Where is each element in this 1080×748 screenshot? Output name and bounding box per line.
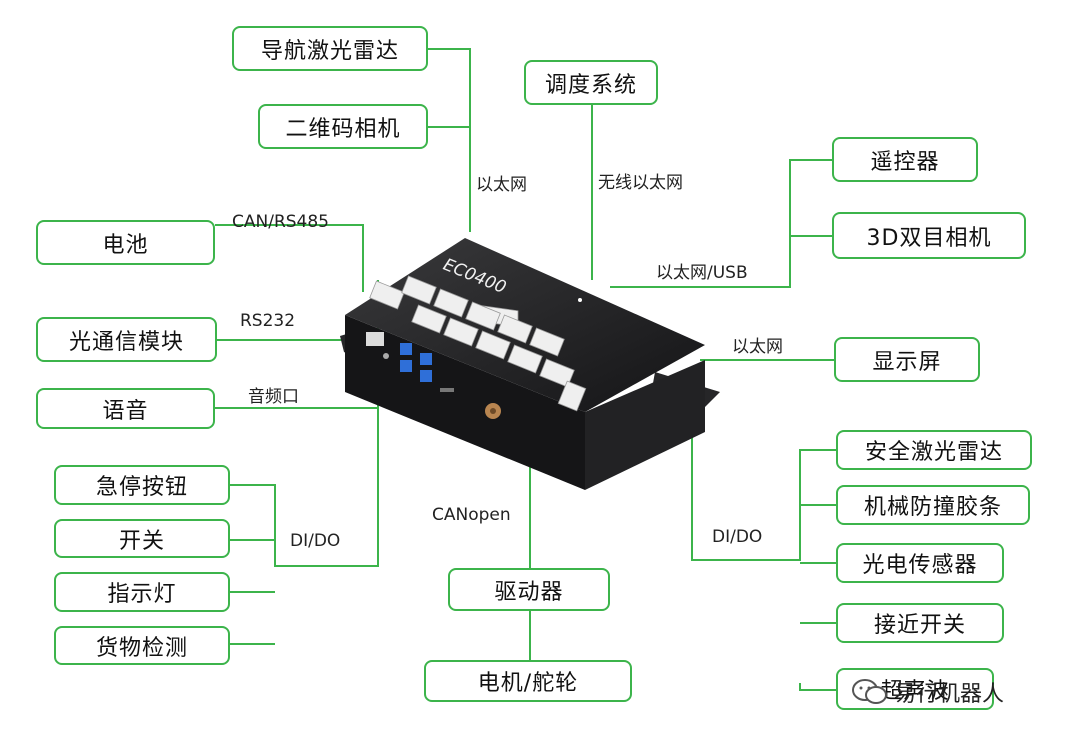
module-nav-lidar: 导航激光雷达	[232, 26, 428, 71]
interface-label-rs232: RS232	[240, 311, 296, 331]
interface-label-dido-right: DI/DO	[712, 527, 763, 547]
module-estop-button: 急停按钮	[54, 465, 230, 505]
rj45-port	[366, 332, 384, 346]
watermark-text: 易行机器人	[894, 682, 1005, 707]
usb-port	[400, 360, 412, 372]
usb-port	[400, 343, 412, 355]
module-switch: 开关	[54, 519, 230, 558]
module-optical-comm: 光通信模块	[36, 317, 217, 362]
interface-label-ethernet-display: 以太网	[732, 337, 783, 357]
module-battery: 电池	[36, 220, 215, 265]
module-cargo-detection: 货物检测	[54, 626, 230, 665]
module-bumper-strip: 机械防撞胶条	[836, 485, 1030, 525]
module-photoelectric-sensor: 光电传感器	[836, 543, 1004, 583]
module-voice: 语音	[36, 388, 215, 429]
audio-jack	[383, 353, 389, 359]
module-display: 显示屏	[834, 337, 980, 382]
interface-label-wireless-ethernet: 无线以太网	[598, 173, 683, 193]
module-indicator-light: 指示灯	[54, 572, 230, 612]
module-motor-steering-wheel: 电机/舵轮	[424, 660, 632, 702]
interface-label-ethernet: 以太网	[476, 175, 527, 195]
module-3d-stereo-camera: 3D双目相机	[832, 212, 1026, 259]
module-safety-lidar: 安全激光雷达	[836, 430, 1032, 470]
module-driver: 驱动器	[448, 568, 610, 611]
usb-port	[420, 370, 432, 382]
interface-label-can-rs485: CAN/RS485	[232, 212, 329, 232]
interface-label-ethernet-usb: 以太网/USB	[656, 263, 748, 283]
module-proximity-switch: 接近开关	[836, 603, 1004, 643]
interface-label-canopen: CANopen	[432, 505, 511, 525]
watermark: 易行机器人	[850, 676, 1004, 708]
interface-label-dido-left: DI/DO	[290, 531, 341, 551]
module-2d-code-camera: 二维码相机	[258, 104, 428, 149]
device-front-face	[345, 315, 585, 490]
module-remote-control: 遥控器	[832, 137, 978, 182]
terminal-connectors	[369, 275, 587, 412]
module-ultrasonic: 超声波	[836, 668, 994, 710]
module-dispatch-system: 调度系统	[524, 60, 658, 105]
ec0400-controller: EC0400	[340, 238, 720, 490]
device-right-face	[585, 360, 705, 490]
interface-label-audio: 音频口	[248, 387, 299, 407]
wechat-icon	[852, 679, 887, 704]
usb-port	[420, 353, 432, 365]
